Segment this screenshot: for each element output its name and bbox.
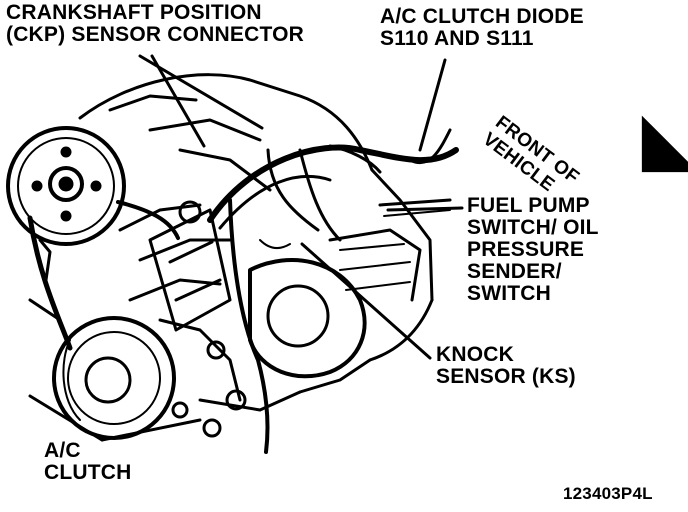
label-line: A/C CLUTCH DIODE — [380, 5, 584, 28]
label-ac-clutch-diode: A/C CLUTCH DIODE S110 AND S111 — [380, 6, 584, 50]
label-line: CLUTCH — [44, 461, 132, 484]
label-line: SWITCH — [467, 282, 552, 305]
label-line: PRESSURE — [467, 238, 585, 261]
mount-bracket — [148, 200, 247, 438]
label-line: S110 AND S111 — [380, 27, 534, 50]
label-line: A/C — [44, 439, 81, 462]
label-line: CRANKSHAFT POSITION — [6, 1, 262, 24]
leader-lines — [28, 54, 464, 442]
label-line: SENDER/ — [467, 260, 562, 283]
label-ckp-sensor-connector: CRANKSHAFT POSITION (CKP) SENSOR CONNECT… — [6, 2, 304, 46]
figure-id: 123403P4L — [563, 484, 653, 503]
label-line: (CKP) SENSOR CONNECTOR — [6, 23, 305, 46]
label-line: SENSOR (KS) — [436, 365, 576, 388]
label-knock-sensor: KNOCK SENSOR (KS) — [436, 344, 576, 388]
upper-pulley — [6, 126, 126, 246]
label-line: SWITCH/ OIL — [467, 216, 599, 239]
ac-clutch-pulley — [52, 316, 176, 440]
engine-block — [28, 73, 434, 412]
wiring-harness — [207, 128, 459, 454]
compressor-body — [248, 228, 422, 379]
label-ac-clutch: A/C CLUTCH — [44, 440, 132, 484]
label-line: FUEL PUMP — [467, 194, 590, 217]
label-line: KNOCK — [436, 343, 514, 366]
drive-belt — [27, 215, 73, 351]
label-fuel-pump-switch: FUEL PUMP SWITCH/ OIL PRESSURE SENDER/ S… — [467, 195, 599, 305]
